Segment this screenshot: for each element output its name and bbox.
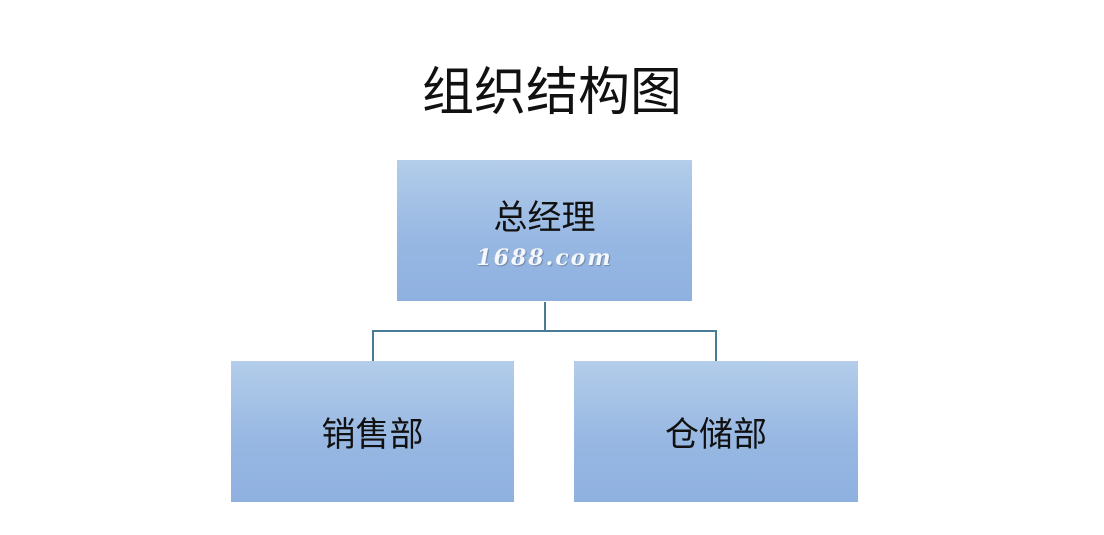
diagram-title: 组织结构图 [421,63,682,123]
node-sales-department-label: 销售部 [321,415,424,455]
watermark-text: 1688.com [476,245,613,271]
node-sales-department[interactable]: 销售部 [231,361,514,502]
node-general-manager[interactable]: 总经理 1688.com [397,160,692,301]
node-general-manager-label: 总经理 [493,198,596,238]
node-warehouse-department-label: 仓储部 [665,415,767,455]
node-warehouse-department[interactable]: 仓储部 [574,361,858,502]
